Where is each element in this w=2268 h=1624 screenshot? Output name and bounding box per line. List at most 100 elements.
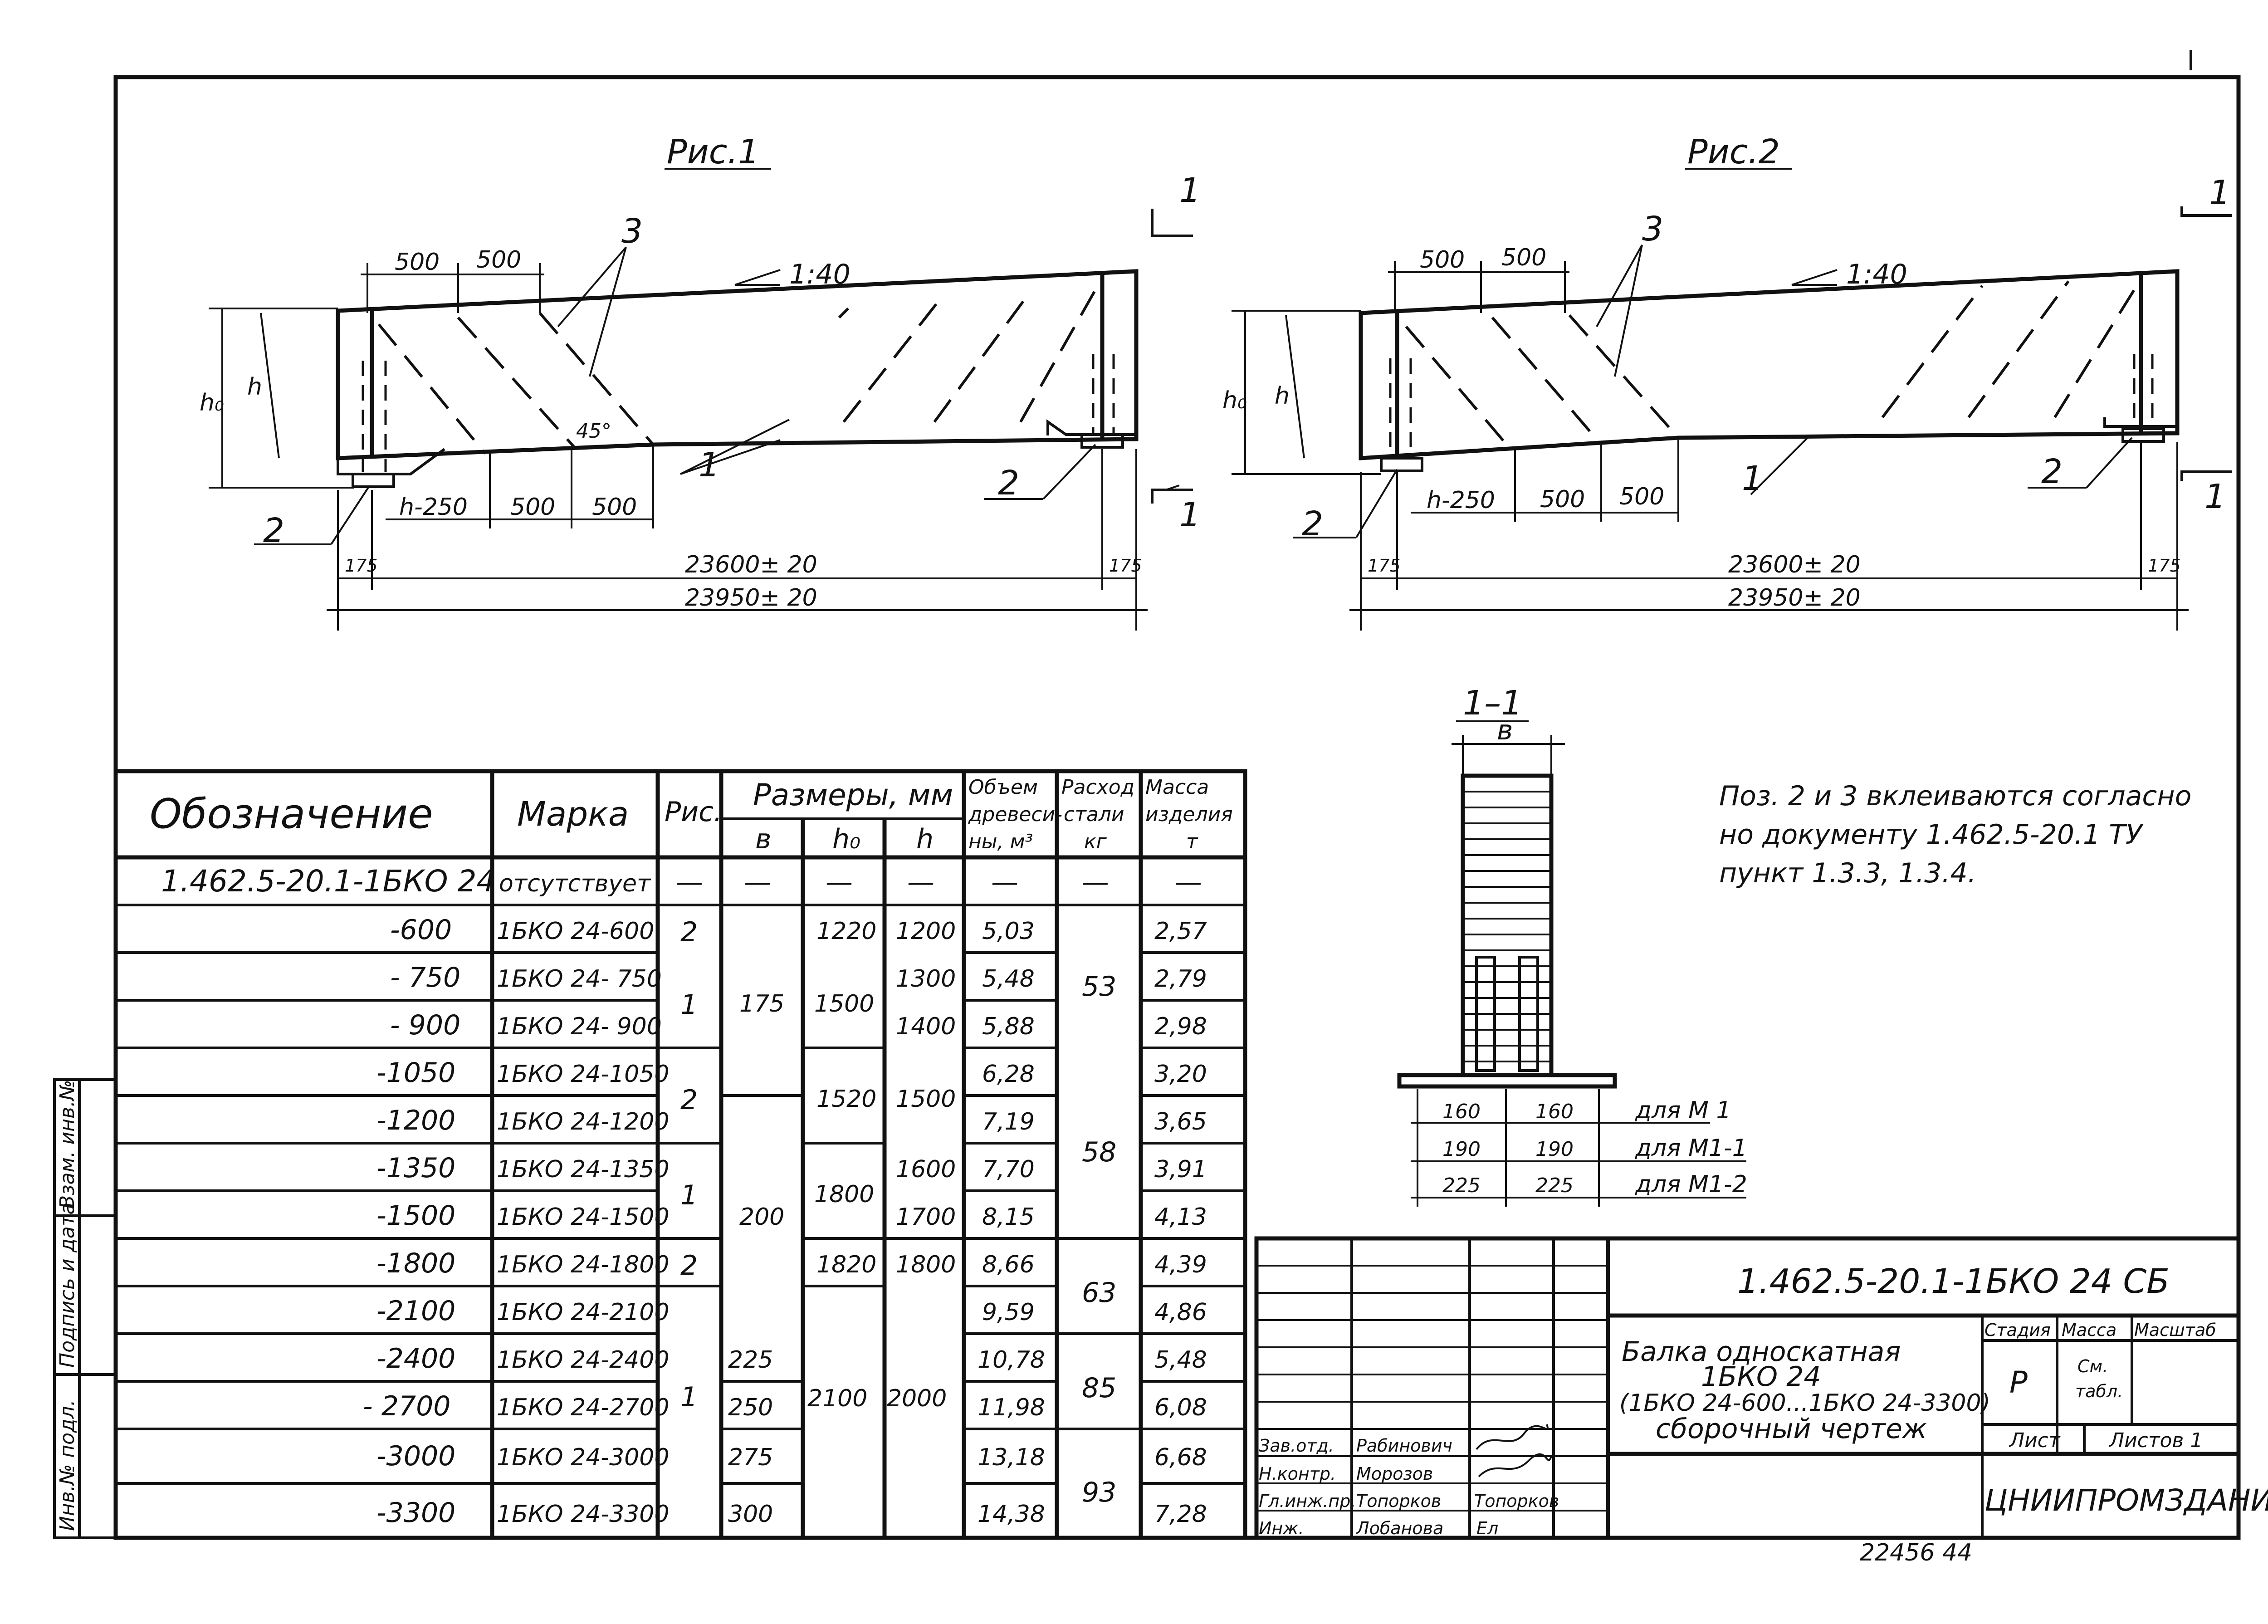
row-mass: 6,68 bbox=[1154, 1444, 1207, 1471]
fig1-reinforcement bbox=[377, 323, 487, 455]
fig1-reinforcement bbox=[457, 316, 577, 450]
steel-group: 58 bbox=[1082, 1136, 1116, 1168]
fig1-support-right: 175 bbox=[1109, 556, 1142, 576]
row-mass: 4,39 bbox=[1154, 1251, 1207, 1278]
signature: Ел bbox=[1476, 1518, 1498, 1538]
fig1-pos3-label: 3 bbox=[621, 212, 643, 251]
row-mark: 1БКО 24-1500 bbox=[497, 1203, 669, 1231]
stamp-replacement: Взам. инв.№ bbox=[56, 1080, 79, 1209]
fig2-section-mark-bottom bbox=[2180, 470, 2232, 481]
fig2-span: 23600± 20 bbox=[1728, 551, 1861, 578]
fig1-pos1-label: 1 bbox=[699, 445, 720, 484]
header-designation: Обозначение bbox=[150, 790, 433, 838]
staff-role: Н.контр. bbox=[1259, 1464, 1336, 1484]
header-dims: Размеры, мм bbox=[753, 778, 953, 812]
row-designation: - 2700 bbox=[363, 1390, 450, 1422]
fig1-pos2-right-leader bbox=[1042, 444, 1096, 500]
fig1-left-support bbox=[337, 448, 445, 475]
fig2-pos3-leader bbox=[1614, 245, 1643, 377]
row-fig: — bbox=[676, 866, 703, 898]
fig2-slope: 1:40 bbox=[1846, 259, 1907, 290]
h-group: 1400 bbox=[896, 1013, 956, 1040]
h0-group: 1800 bbox=[814, 1181, 874, 1208]
fig2-bottom-dim: h-250 bbox=[1427, 487, 1495, 514]
row-volume: 9,59 bbox=[982, 1299, 1035, 1326]
row-volume: 7,19 bbox=[982, 1108, 1035, 1135]
fig2-h-label: h bbox=[1275, 382, 1290, 410]
section-dim-label: для М1-1 bbox=[1635, 1135, 1747, 1162]
row-designation: -1800 bbox=[376, 1247, 455, 1279]
mass-label: Масса bbox=[2062, 1320, 2116, 1340]
header-mass: изделия bbox=[1145, 803, 1233, 826]
section-bearing-plate bbox=[1397, 1073, 1617, 1089]
footer-number: 22456 44 bbox=[1860, 1539, 1972, 1566]
fig2-title: Рис.2 bbox=[1687, 132, 1780, 171]
h-group: 1800 bbox=[896, 1251, 956, 1278]
fig2-pos3-leader bbox=[1596, 245, 1643, 327]
fig1-span: 23600± 20 bbox=[685, 551, 817, 578]
row-designation: - 750 bbox=[390, 962, 460, 993]
fig2-overall: 23950± 20 bbox=[1728, 584, 1861, 611]
h-group: 1200 bbox=[896, 918, 956, 945]
row-volume: 5,48 bbox=[982, 965, 1035, 993]
header-mass: т bbox=[1186, 830, 1198, 853]
fig1-bottom-dim: 500 bbox=[592, 494, 637, 521]
h-group: 1600 bbox=[896, 1156, 956, 1183]
row-volume: 8,15 bbox=[982, 1203, 1035, 1231]
fig1-pos2-right-label: 2 bbox=[998, 464, 1019, 503]
fig2-right-plate bbox=[2121, 427, 2165, 443]
header-mass: Масса bbox=[1145, 776, 1209, 799]
b-group: 200 bbox=[739, 1203, 784, 1231]
row-mark: 1БКО 24-1050 bbox=[497, 1061, 669, 1088]
row-mark: 1БКО 24-2400 bbox=[497, 1346, 669, 1374]
note: Поз. 2 и 3 вклеиваются согласно но докум… bbox=[1719, 780, 2191, 889]
stamp-signature-date: Подпись и дата bbox=[56, 1203, 79, 1368]
steel-group: 93 bbox=[1082, 1477, 1116, 1508]
fig1-left-plate bbox=[352, 473, 395, 488]
section-bolt-left bbox=[1475, 956, 1496, 1072]
note-line: но документу 1.462.5-20.1 ТУ bbox=[1719, 819, 2144, 851]
row-mark: 1БКО 24-2700 bbox=[497, 1394, 669, 1421]
fig2-slope-arrow bbox=[1791, 269, 1838, 286]
header-fig: Рис. bbox=[665, 796, 722, 828]
fig1-support-left: 175 bbox=[345, 556, 378, 576]
row-mass: 7,28 bbox=[1154, 1501, 1207, 1528]
fig1-slope-arrow bbox=[734, 269, 781, 286]
figure-1: Рис.1 500 500 3 bbox=[200, 132, 1201, 631]
row-mark: 1БКО 24-1200 bbox=[497, 1108, 669, 1135]
row-mass: 4,13 bbox=[1154, 1203, 1207, 1231]
fig2-section-mark-top bbox=[2180, 206, 2232, 217]
table-rows: -600 1БКО 24-600 5,03 2,57 - 750 1БКО 24… bbox=[363, 914, 1207, 1529]
section-dim-a: 190 bbox=[1442, 1138, 1481, 1161]
fig1-section-mark-bottom-label: 1 bbox=[1179, 495, 1201, 534]
row-mass: 3,65 bbox=[1154, 1108, 1207, 1135]
row-volume: 10,78 bbox=[978, 1346, 1045, 1374]
row-mass: 2,79 bbox=[1154, 965, 1207, 993]
header-steel: кг bbox=[1084, 830, 1107, 853]
h0-group: 2100 bbox=[807, 1385, 867, 1412]
fig2-pos2-right-label: 2 bbox=[2041, 452, 2063, 491]
stage-label: Стадия bbox=[1984, 1320, 2051, 1340]
signature-scribble bbox=[1476, 1424, 1549, 1450]
row-designation: -2400 bbox=[376, 1343, 455, 1375]
document-code: 1.462.5-20.1-1БКО 24 СБ bbox=[1737, 1262, 2170, 1301]
fig1-pos2-left-leader bbox=[330, 484, 371, 545]
scale-label: Масштаб bbox=[2134, 1320, 2216, 1340]
fig-group: 2 bbox=[680, 916, 698, 948]
fig2-support-right: 175 bbox=[2148, 556, 2181, 576]
h-group: 1700 bbox=[896, 1203, 956, 1231]
h0-group: 1820 bbox=[816, 1251, 876, 1278]
row-designation: -1500 bbox=[376, 1200, 455, 1232]
note-line: Поз. 2 и 3 вклеиваются согласно bbox=[1719, 780, 2191, 812]
signature-scribble bbox=[1478, 1453, 1552, 1477]
row-mass: 2,98 bbox=[1154, 1013, 1207, 1040]
section-bolt-right bbox=[1518, 956, 1539, 1072]
sheets-label: Листов 1 bbox=[2108, 1429, 2203, 1452]
mass-value: См. bbox=[2077, 1356, 2108, 1376]
staff-role: Инж. bbox=[1259, 1518, 1304, 1538]
section-dim-a: 225 bbox=[1442, 1174, 1481, 1197]
row-mass: 2,57 bbox=[1154, 918, 1207, 945]
section-dim-b: 225 bbox=[1535, 1174, 1574, 1197]
fig2-pos1-label: 1 bbox=[1742, 459, 1763, 498]
row-volume: 13,18 bbox=[978, 1444, 1045, 1471]
